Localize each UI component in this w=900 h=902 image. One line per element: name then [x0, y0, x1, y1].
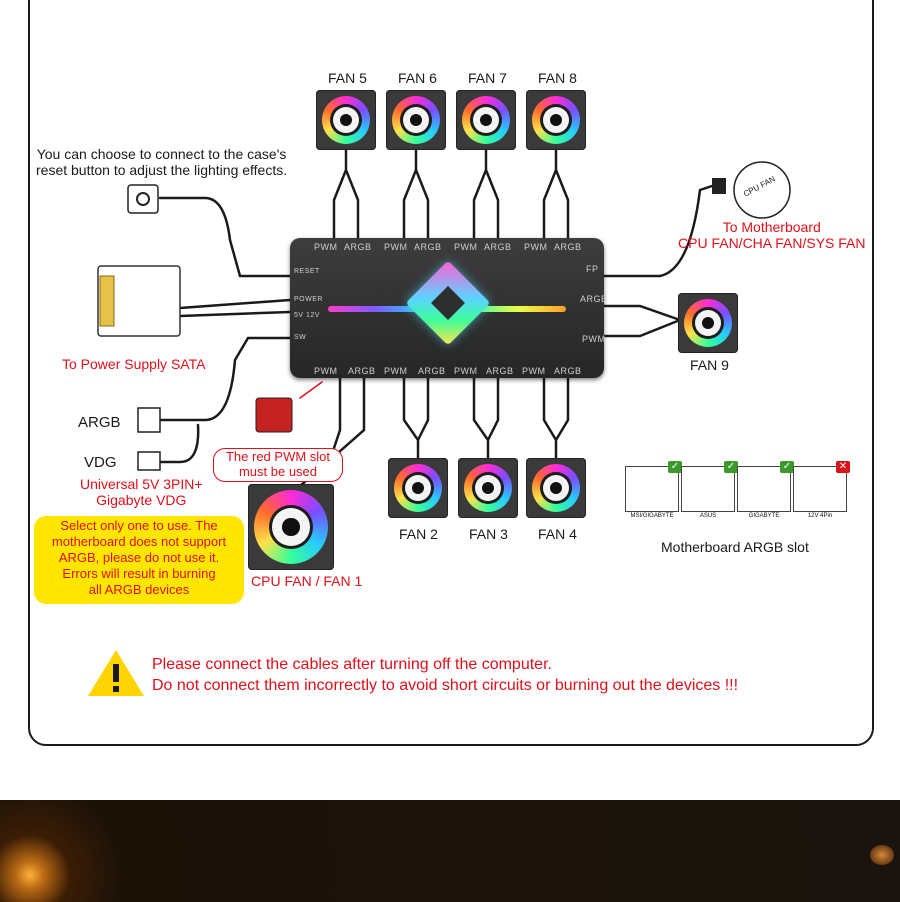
motherboard-note-line: To Motherboard — [722, 219, 821, 235]
fan-4 — [526, 458, 586, 518]
slot-caption: 12V 4Pin — [807, 513, 833, 519]
warning-line: Please connect the cables after turning … — [152, 656, 552, 673]
hub-port-label: PWM — [384, 242, 408, 252]
light-glow — [870, 845, 894, 865]
hub-port-label: PWM — [582, 334, 606, 344]
fan-hub: PWM ARGB PWM ARGB PWM ARGB PWM ARGB PWM … — [290, 238, 607, 378]
fan-9 — [678, 293, 738, 353]
hub-port-label: PWM — [314, 366, 338, 376]
hub-port-label: SW — [294, 334, 307, 341]
fan-6-label: FAN 6 — [398, 70, 437, 86]
hub-port-label: ARGB — [414, 242, 442, 252]
fan-5 — [316, 90, 376, 150]
hub-port-label: PWM — [522, 366, 546, 376]
slot-caption: MSI/GIGABYTE — [630, 513, 674, 519]
argb-slot-msi: ✓ MSI/GIGABYTE — [625, 461, 682, 519]
fan-3 — [458, 458, 518, 518]
fan-6 — [386, 90, 446, 150]
slot-caption: GIGABYTE — [748, 513, 780, 519]
hub-port-label: ARGB — [348, 366, 376, 376]
fan-7-label: FAN 7 — [468, 70, 507, 86]
universal-label-line: Universal 5V 3PIN+ — [80, 476, 203, 492]
hub-port-label: RESET — [294, 268, 320, 275]
hub-port-label: PWM — [454, 366, 478, 376]
cross-icon: ✕ — [836, 461, 850, 473]
cpu-fan-label: CPU FAN / FAN 1 — [251, 573, 363, 589]
universal-label: Universal 5V 3PIN+ Gigabyte VDG — [80, 476, 203, 508]
fan-5-label: FAN 5 — [328, 70, 367, 86]
red-pwm-note-line: must be used — [238, 464, 318, 479]
hub-port-label: FP — [586, 264, 599, 274]
hub-port-label: PWM — [454, 242, 478, 252]
hub-port-label: ARGB — [554, 366, 582, 376]
hub-port-label: PWM — [524, 242, 548, 252]
hub-port-label: PWM — [314, 242, 338, 252]
hub-port-label: ARGB — [486, 366, 514, 376]
select-note-line: ARGB, please do not use it. — [58, 550, 220, 565]
argb-label: ARGB — [78, 414, 121, 431]
select-note-line: all ARGB devices — [88, 582, 190, 597]
red-pwm-callout: The red PWM slot must be used — [213, 448, 343, 482]
select-note-line: Select only one to use. The — [60, 518, 218, 533]
check-icon: ✓ — [724, 461, 738, 473]
hub-port-label: ARGB — [554, 242, 582, 252]
fan-3-label: FAN 3 — [469, 526, 508, 542]
fan-8-label: FAN 8 — [538, 70, 577, 86]
red-pwm-note-line: The red PWM slot — [225, 449, 331, 464]
select-note-line: motherboard does not support — [51, 534, 227, 549]
hub-port-label: ARGB — [418, 366, 446, 376]
hub-port-label: POWER — [294, 296, 323, 303]
hub-port-label: ARGB — [580, 294, 608, 304]
hub-port-label: 5V 12V — [294, 312, 320, 319]
fan-2 — [388, 458, 448, 518]
argb-slot-asus: ✓ ASUS — [681, 461, 738, 519]
hub-port-label: ARGB — [344, 242, 372, 252]
warning-icon — [86, 648, 146, 698]
fan-9-label: FAN 9 — [690, 357, 729, 373]
select-one-warning: Select only one to use. The motherboard … — [34, 516, 244, 604]
vdg-label: VDG — [84, 454, 117, 471]
warning-line: Do not connect them incorrectly to avoid… — [152, 677, 739, 694]
universal-label-line: Gigabyte VDG — [96, 492, 187, 508]
reset-note-line: You can choose to connect to the case's — [36, 146, 287, 162]
check-icon: ✓ — [780, 461, 794, 473]
argb-slot-gigabyte: ✓ GIGABYTE — [737, 461, 794, 519]
check-icon: ✓ — [668, 461, 682, 473]
connection-warning: Please connect the cables after turning … — [152, 654, 738, 696]
reset-note-line: reset button to adjust the lighting effe… — [36, 162, 288, 178]
fan-2-label: FAN 2 — [399, 526, 438, 542]
fan-7 — [456, 90, 516, 150]
motherboard-note-line: CPU FAN/CHA FAN/SYS FAN — [678, 235, 866, 251]
hub-port-label: ARGB — [484, 242, 512, 252]
motherboard-note: To Motherboard CPU FAN/CHA FAN/SYS FAN — [678, 219, 866, 251]
fan-8 — [526, 90, 586, 150]
hub-port-label: PWM — [384, 366, 408, 376]
reset-note: You can choose to connect to the case's … — [36, 146, 287, 178]
slot-caption: ASUS — [699, 513, 717, 519]
slot-title: Motherboard ARGB slot — [661, 539, 809, 555]
select-note-line: Errors will result in burning — [62, 566, 216, 581]
power-supply-label: To Power Supply SATA — [62, 356, 206, 372]
product-photo-strip — [0, 800, 900, 902]
argb-slot-12v: ✕ 12V 4Pin — [793, 461, 850, 519]
cable-wires — [88, 148, 791, 696]
fan-4-label: FAN 4 — [538, 526, 577, 542]
cpu-fan — [248, 484, 334, 570]
